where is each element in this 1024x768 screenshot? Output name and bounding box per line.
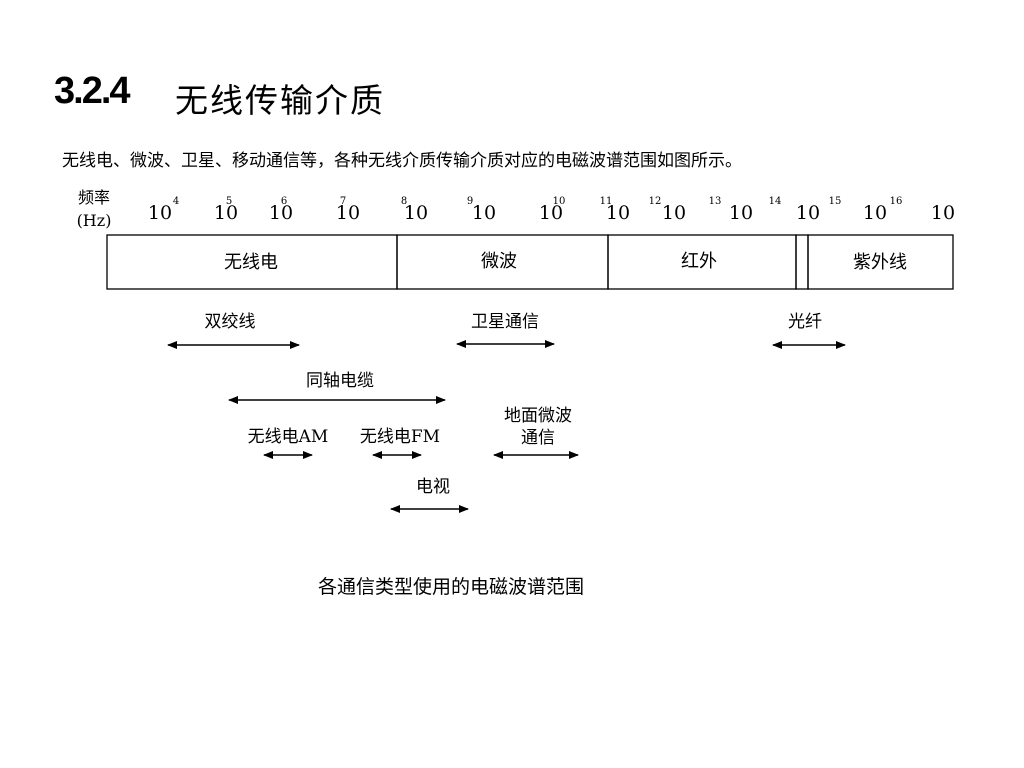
tick-base: 10: [472, 202, 496, 224]
band-visible: [795, 234, 809, 290]
tick-exponent: 7: [340, 196, 346, 207]
section-title: 无线传输介质: [175, 81, 385, 120]
media-label-radio-fm: 无线电FM: [360, 427, 440, 447]
tick-base: 10: [662, 202, 686, 224]
tick-base: 10: [404, 202, 428, 224]
band-label: 红外: [681, 251, 717, 272]
axis-label-frequency: 频率: [78, 188, 110, 207]
tick-exponent: 5: [226, 196, 232, 207]
band-ultraviolet: [807, 234, 954, 290]
section-number: 3.2.4: [54, 70, 131, 112]
tick-exponent: 12: [649, 196, 662, 207]
tick-base: 10: [269, 202, 293, 224]
tick-exponent: 4: [173, 196, 179, 207]
media-label-optical-fiber: 光纤: [788, 312, 822, 332]
tick-exponent: 14: [769, 196, 782, 207]
media-label-satellite: 卫星通信: [471, 312, 539, 332]
tick-base: 10: [729, 202, 753, 224]
tick-base: 10: [336, 202, 360, 224]
tick-base: 10: [606, 202, 630, 224]
tick-exponent: 10: [553, 196, 566, 207]
tick-exponent: 15: [829, 196, 842, 207]
media-label-terrestrial-microwave: 地面微波: [504, 406, 572, 426]
axis-label-unit: (Hz): [77, 211, 112, 230]
media-label-terrestrial-microwave-line2: 通信: [521, 428, 555, 448]
tick-base: 10: [931, 202, 955, 224]
tick-exponent: 11: [600, 196, 613, 207]
band-label: 无线电: [224, 252, 278, 273]
tick-exponent: 8: [401, 196, 407, 207]
media-label-coaxial: 同轴电缆: [306, 371, 374, 391]
tick-base: 10: [214, 202, 238, 224]
tick-exponent: 13: [709, 196, 722, 207]
tick-base: 10: [539, 202, 563, 224]
media-label-twisted-pair: 双绞线: [205, 312, 256, 332]
band-label: 微波: [481, 251, 517, 272]
tick-base: 10: [148, 202, 172, 224]
media-label-television: 电视: [416, 477, 450, 497]
figure-caption: 各通信类型使用的电磁波谱范围: [318, 576, 585, 598]
intro-paragraph: 无线电、微波、卫星、移动通信等，各种无线介质传输介质对应的电磁波谱范围如图所示。: [62, 151, 742, 171]
tick-exponent: 9: [467, 196, 473, 207]
tick-base: 10: [863, 202, 887, 224]
media-label-radio-am: 无线电AM: [248, 427, 329, 447]
tick-exponent: 16: [890, 196, 903, 207]
tick-exponent: 6: [281, 196, 287, 207]
band-label: 紫外线: [853, 252, 907, 273]
tick-base: 10: [796, 202, 820, 224]
